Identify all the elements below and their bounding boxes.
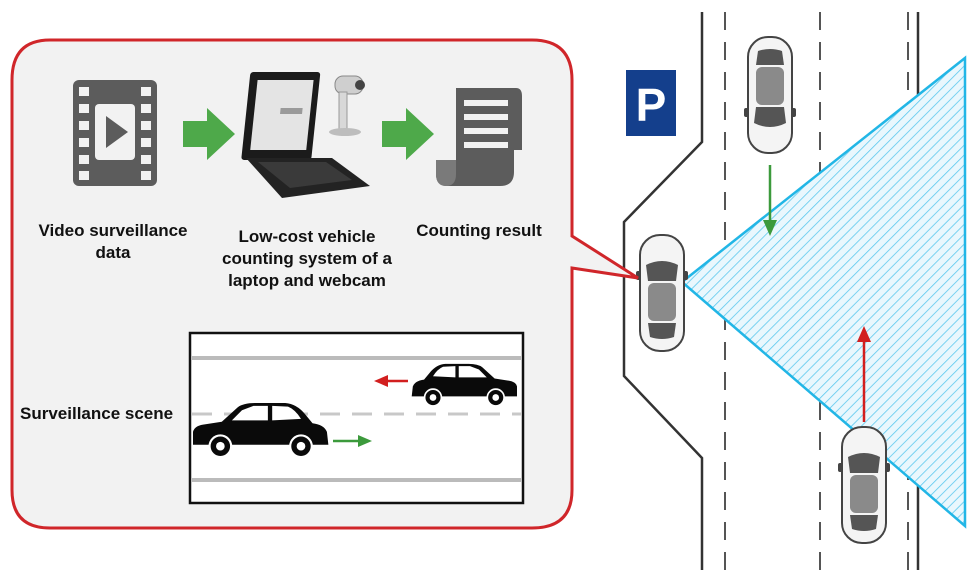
camera-view-cone (680, 55, 967, 529)
film-icon (73, 80, 157, 186)
document-scroll-icon (436, 88, 522, 186)
parked-car-icon (635, 234, 689, 352)
step2-label-line1: Low-cost vehicle (238, 227, 376, 246)
step3-label-line1: Counting result (416, 221, 542, 240)
car-icon (837, 426, 891, 544)
svg-text:P: P (636, 79, 667, 131)
step3-label: Counting result (408, 220, 550, 242)
surveillance-scene-inset (188, 331, 525, 505)
leaving-vehicle-arrow (374, 375, 408, 387)
parking-sign-icon: P (626, 70, 676, 136)
step1-label-line1: Video surveillance (38, 221, 188, 240)
flow-arrow-1 (183, 108, 235, 160)
leaving-vehicle-arrow (857, 326, 871, 422)
car-icon (743, 36, 797, 154)
step1-label: Video surveillance data (28, 220, 198, 264)
approaching-vehicle-arrow (763, 165, 777, 236)
step2-label-line3: laptop and webcam (228, 271, 386, 290)
laptop-icon (241, 72, 370, 198)
webcam-icon (329, 75, 365, 136)
road-left-curb (622, 12, 704, 570)
step2-label: Low-cost vehicle counting system of a la… (212, 226, 402, 292)
flow-arrow-2 (382, 108, 434, 160)
surveillance-scene-label-text: Surveillance scene (20, 404, 174, 423)
step2-label-line2: counting system of a (221, 249, 393, 268)
surveillance-scene-label: Surveillance scene (20, 403, 188, 425)
approaching-vehicle-arrow (333, 435, 372, 447)
step1-label-line2: data (95, 243, 131, 262)
